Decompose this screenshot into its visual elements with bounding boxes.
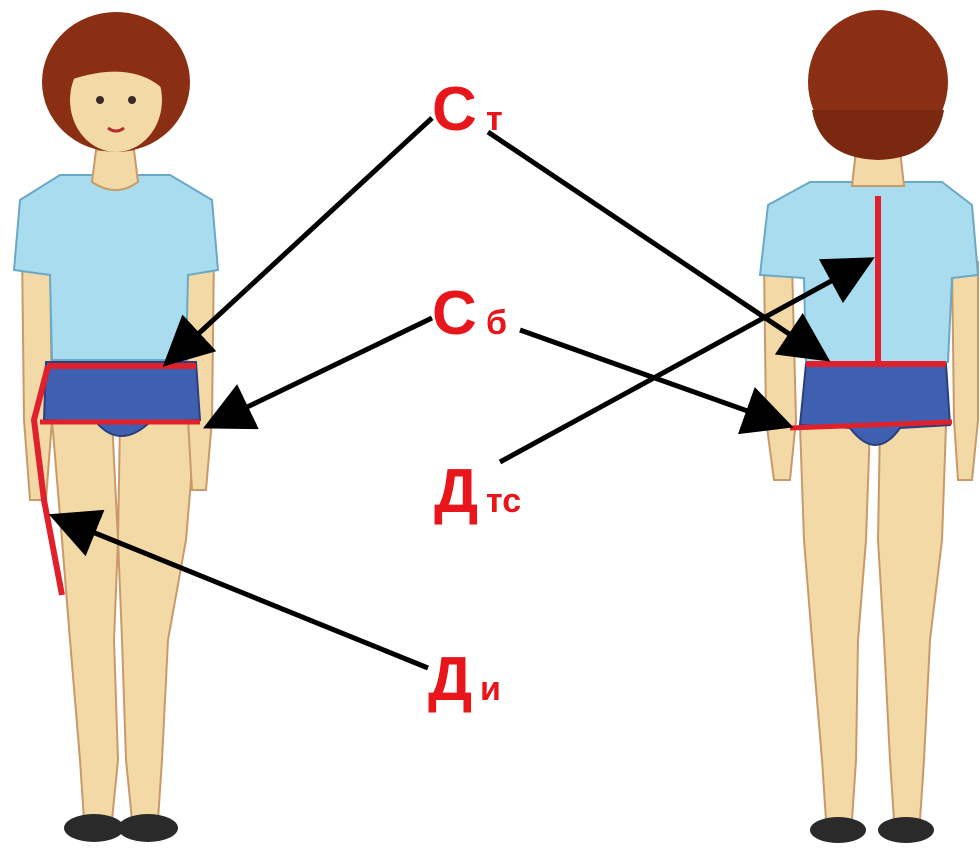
- front-left-eye: [96, 96, 104, 104]
- label-back-waist-length-main: Д: [434, 457, 478, 526]
- label-back-waist-length-sub: тс: [486, 482, 521, 520]
- label-skirt-length-main: Д: [428, 645, 472, 714]
- front-left-leg: [50, 419, 120, 821]
- label-waist-sub: т: [486, 100, 503, 138]
- front-figure: [12, 12, 220, 842]
- front-right-shoe: [118, 814, 178, 842]
- back-right-leg: [876, 424, 948, 821]
- back-right-arm: [950, 261, 979, 481]
- arrow-waist-to-front: [162, 116, 434, 367]
- front-neck: [90, 149, 140, 191]
- front-left-shoe: [64, 814, 124, 842]
- label-hips: С б: [432, 279, 507, 348]
- label-hips-sub: б: [486, 304, 507, 342]
- front-fringe: [70, 38, 164, 88]
- arrow-hips-to-front: [202, 315, 434, 430]
- label-waist: С т: [432, 75, 503, 144]
- label-skirt-length-sub: и: [480, 670, 501, 708]
- back-hair-lower: [812, 110, 944, 160]
- back-left-arm: [762, 261, 798, 481]
- back-left-leg: [798, 424, 872, 821]
- back-hip-line: [789, 419, 953, 431]
- back-right-shoe: [878, 817, 934, 843]
- label-skirt-length: Д и: [428, 645, 501, 714]
- label-hips-main: С: [432, 279, 477, 348]
- label-back-waist-length: Д тс: [434, 457, 521, 526]
- front-right-leg: [116, 419, 198, 821]
- label-waist-main: С: [432, 75, 477, 144]
- front-right-eye: [128, 96, 136, 104]
- front-mouth: [107, 126, 125, 133]
- back-figure: [758, 10, 980, 843]
- arrows: [48, 116, 875, 671]
- back-left-shoe: [810, 817, 866, 843]
- arrow-skirt-length: [48, 509, 429, 671]
- arrow-back-length: [498, 257, 875, 465]
